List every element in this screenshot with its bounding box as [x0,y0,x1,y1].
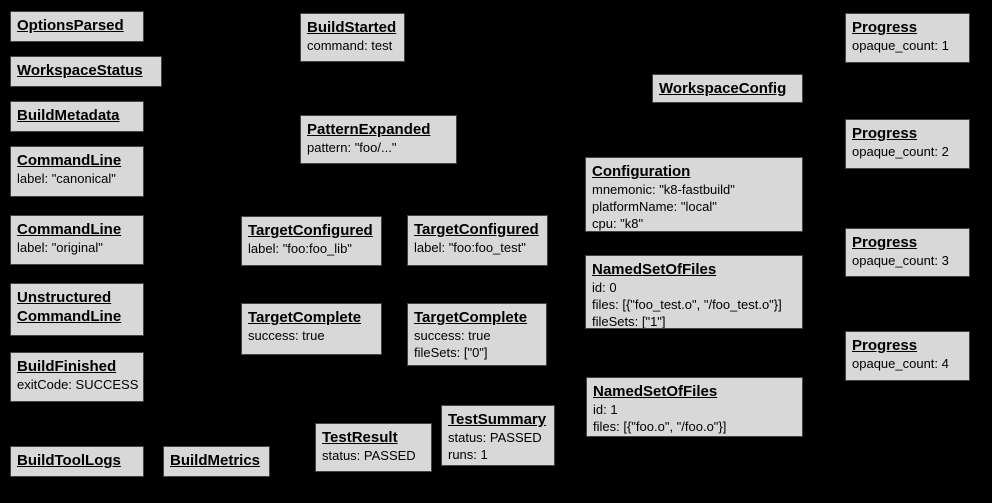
event-box-named-set-of-files-0: NamedSetOfFiles id: 0 files: [{"foo_test… [585,255,803,329]
event-property: label: "original" [17,240,103,255]
event-property: command: test [307,38,393,53]
event-title: Unstructured CommandLine [17,289,122,325]
event-property: fileSets: ["0"] [414,345,488,360]
event-title: Progress [852,125,918,142]
event-box-configuration: Configuration mnemonic: "k8-fastbuild" p… [585,157,803,232]
event-title: CommandLine [17,152,122,169]
event-title: BuildToolLogs [17,452,121,469]
event-property: platformName: "local" [592,199,717,214]
event-title: TargetComplete [414,309,528,326]
event-property: id: 1 [593,402,618,417]
event-box-workspace-status: WorkspaceStatus [10,56,162,87]
event-title: BuildMetrics [170,452,261,469]
event-title: TargetComplete [248,309,362,326]
event-title: PatternExpanded [307,121,431,138]
event-property: mnemonic: "k8-fastbuild" [592,182,735,197]
event-box-progress-3: Progress opaque_count: 3 [845,228,970,277]
event-property: opaque_count: 1 [852,38,949,53]
event-box-target-complete-lib: TargetComplete success: true [241,303,382,355]
event-property: id: 0 [592,280,617,295]
event-box-progress-1: Progress opaque_count: 1 [845,13,970,63]
event-box-build-metrics: BuildMetrics [163,446,270,477]
event-title: WorkspaceConfig [659,80,787,97]
event-box-progress-2: Progress opaque_count: 2 [845,119,970,169]
event-title: BuildStarted [307,19,397,36]
event-box-workspace-config: WorkspaceConfig [652,74,803,103]
event-property: status: PASSED [448,430,542,445]
event-title: Progress [852,19,918,36]
event-box-build-finished: BuildFinished exitCode: SUCCESS [10,352,144,402]
event-title: TestSummary [448,411,547,428]
event-title: BuildFinished [17,358,117,375]
event-title: BuildMetadata [17,107,120,124]
event-property: files: [{"foo.o", "/foo.o"}] [593,419,727,434]
event-property: status: PASSED [322,448,416,463]
event-box-command-line-canonical: CommandLine label: "canonical" [10,146,144,197]
event-title: TestResult [322,429,398,446]
event-box-test-result: TestResult status: PASSED [315,423,432,472]
event-title: OptionsParsed [17,17,124,34]
event-box-target-complete-test: TargetComplete success: true fileSets: [… [407,303,547,366]
event-property: runs: 1 [448,447,488,462]
event-title: TargetConfigured [248,222,373,239]
event-box-target-configured-foo-lib: TargetConfigured label: "foo:foo_lib" [241,216,382,266]
event-property: pattern: "foo/..." [307,140,397,155]
event-property: label: "canonical" [17,171,116,186]
event-box-target-configured-foo-test: TargetConfigured label: "foo:foo_test" [407,215,548,266]
event-property: success: true [414,328,491,343]
event-property: label: "foo:foo_lib" [248,241,352,256]
event-title: WorkspaceStatus [17,62,143,79]
event-title: TargetConfigured [414,221,539,238]
event-property: cpu: "k8" [592,216,644,231]
event-property: opaque_count: 4 [852,356,949,371]
event-box-build-tool-logs: BuildToolLogs [10,446,144,477]
event-property: opaque_count: 2 [852,144,949,159]
event-property: exitCode: SUCCESS [17,377,139,392]
event-box-pattern-expanded: PatternExpanded pattern: "foo/..." [300,115,457,164]
event-title: Configuration [592,163,691,180]
event-box-build-metadata: BuildMetadata [10,101,144,132]
event-box-options-parsed: OptionsParsed [10,11,144,42]
event-title: NamedSetOfFiles [592,261,717,278]
event-box-progress-4: Progress opaque_count: 4 [845,331,970,381]
event-box-unstructured-command-line: Unstructured CommandLine [10,283,144,336]
event-property: files: [{"foo_test.o", "/foo_test.o"}] [592,297,782,312]
event-box-test-summary: TestSummary status: PASSED runs: 1 [441,405,555,466]
event-title: CommandLine [17,221,122,238]
event-property: label: "foo:foo_test" [414,240,526,255]
event-title: NamedSetOfFiles [593,383,718,400]
event-box-build-started: BuildStarted command: test [300,13,405,62]
event-box-named-set-of-files-1: NamedSetOfFiles id: 1 files: [{"foo.o", … [586,377,803,437]
event-property: success: true [248,328,325,343]
event-title: Progress [852,337,918,354]
event-property: fileSets: ["1"] [592,314,666,329]
event-title: Progress [852,234,918,251]
event-box-command-line-original: CommandLine label: "original" [10,215,144,265]
event-property: opaque_count: 3 [852,253,949,268]
